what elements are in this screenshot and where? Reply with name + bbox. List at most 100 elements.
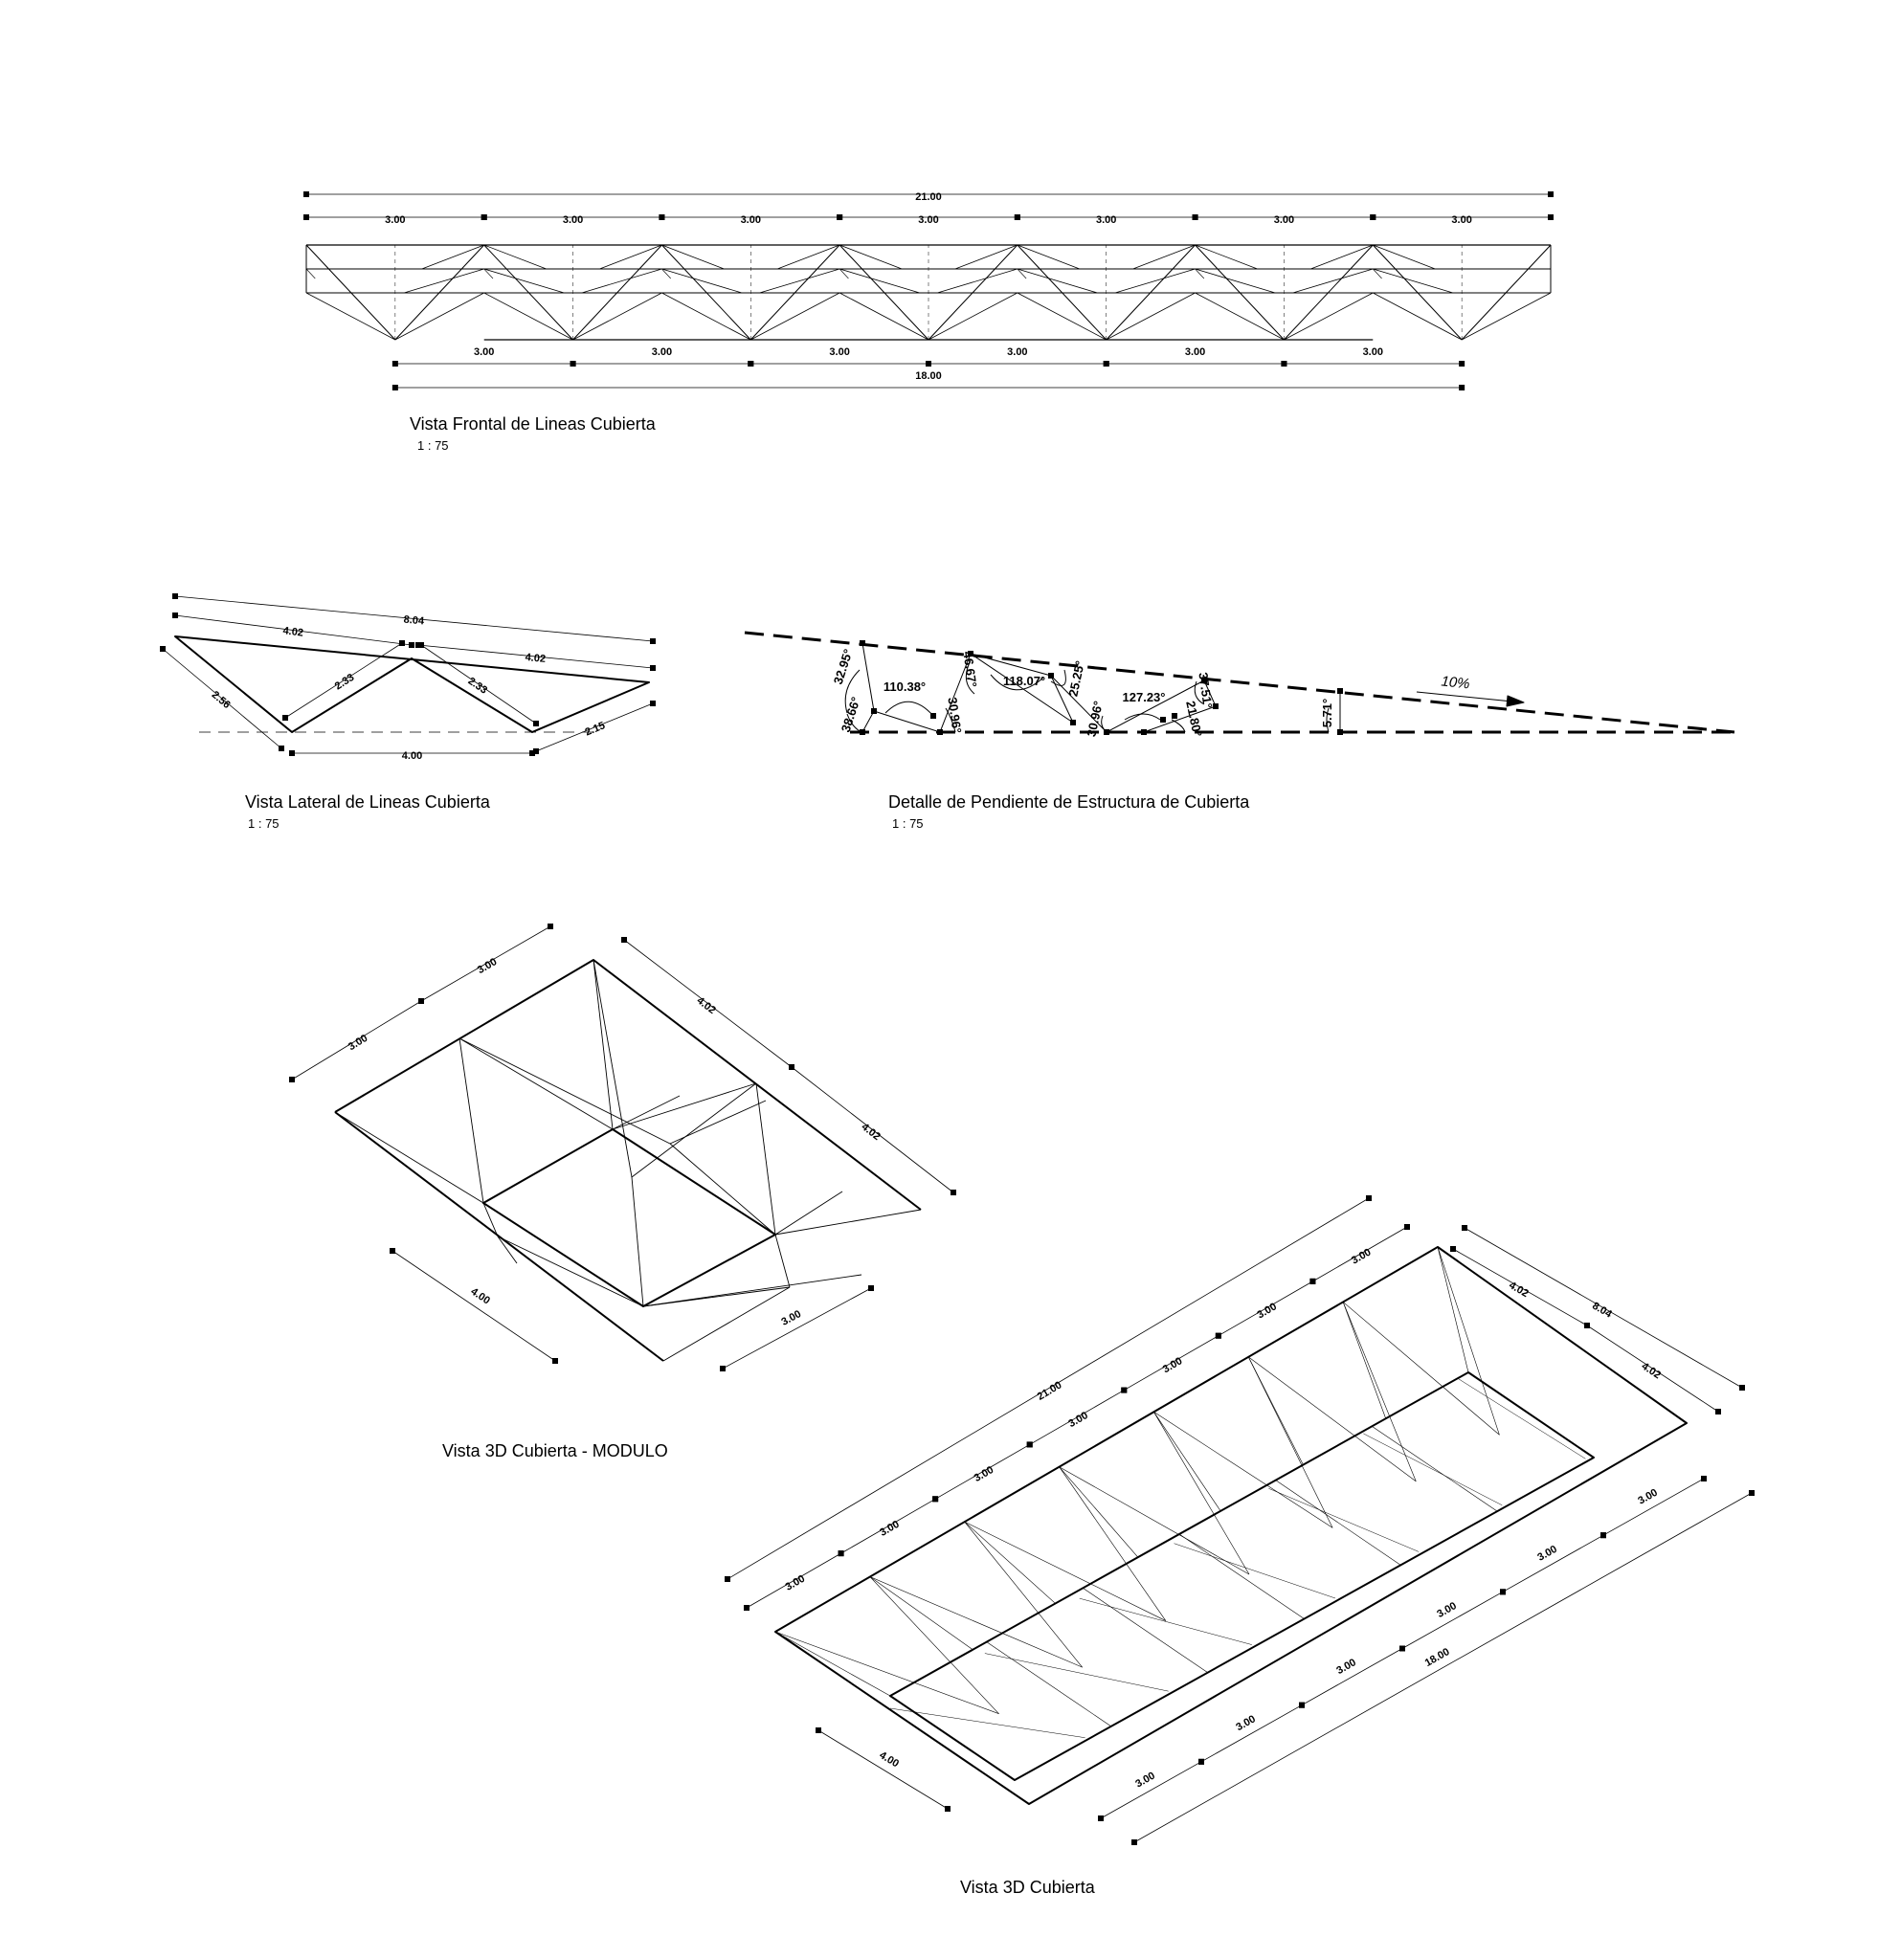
module-3d-title: Vista 3D Cubierta - MODULO <box>442 1441 668 1460</box>
module-web <box>497 1236 644 1307</box>
full-web <box>964 1521 1083 1668</box>
full-top-bay-dim-label: 3.00 <box>1066 1410 1090 1430</box>
module-web <box>459 1037 614 1130</box>
full-right-half-dim-tick <box>1450 1246 1456 1252</box>
module-dim-label: 3.00 <box>347 1033 370 1053</box>
side-view-title: Vista Lateral de Lineas Cubierta <box>245 792 490 812</box>
slope-detail-title: Detalle de Pendiente de Estructura de Cu… <box>888 792 1250 812</box>
side-bottom-dim-tick <box>289 750 295 756</box>
full-web <box>984 1653 1169 1692</box>
full-web <box>1059 1466 1250 1575</box>
web-diagonal <box>305 244 396 341</box>
full-web <box>1467 1371 1595 1459</box>
full-top-bay-dim-label: 3.00 <box>973 1464 996 1484</box>
full-bottom-overall-dim-line <box>1133 1492 1753 1843</box>
full-web <box>774 1631 999 1714</box>
web-diagonal <box>750 292 840 341</box>
front-bottom-overall-dim-tick <box>1459 385 1465 390</box>
node-marker <box>1172 713 1177 719</box>
module-dim-tick <box>390 1248 395 1254</box>
module-left-edge <box>334 1111 664 1362</box>
side-half-left-dim-tick <box>409 642 414 648</box>
side-bottom-dim-label: 4.00 <box>402 750 422 762</box>
front-top-bay-dim-label: 3.00 <box>741 214 761 226</box>
web-brace <box>404 268 484 294</box>
full-web <box>774 1631 891 1697</box>
full-web <box>964 1521 1056 1604</box>
full-3d-drawing: 21.003.003.003.003.003.003.003.008.044.0… <box>725 1195 1755 1845</box>
front-bottom-bay-dim-label: 3.00 <box>829 346 849 358</box>
full-bottom-bay-dim-label: 3.00 <box>1636 1487 1660 1507</box>
full-top-bay-dim-line <box>1029 1390 1125 1445</box>
full-bottom-bay-dim-tick <box>1299 1702 1305 1708</box>
full-bottom-bay-dim-line <box>1502 1534 1604 1592</box>
full-bottom-bay-dim-label: 3.00 <box>1435 1600 1459 1620</box>
side-half-left-dim-tick <box>172 612 178 618</box>
full-web <box>1174 1543 1336 1599</box>
node-marker <box>871 708 877 714</box>
module-web <box>612 1082 757 1130</box>
slope-detail-scale: 1 : 75 <box>892 816 924 831</box>
truss-web <box>861 710 875 733</box>
web-brace <box>1017 268 1027 279</box>
full-top-bay-dim-label: 3.00 <box>1350 1246 1374 1266</box>
angle-label: 38.66° <box>839 695 863 734</box>
web-diagonal <box>1372 244 1463 341</box>
full-web <box>1363 1433 1503 1506</box>
front-top-bay-dim-label: 3.00 <box>1274 214 1294 226</box>
web-diagonal <box>661 244 751 341</box>
web-brace <box>1373 244 1436 270</box>
full-web <box>1248 1356 1333 1528</box>
full-web <box>1437 1246 1469 1373</box>
full-web <box>986 1641 1112 1727</box>
module-web <box>631 1176 644 1307</box>
angle-label: 30.96° <box>945 697 964 734</box>
side-overall-dim-tick <box>650 638 656 644</box>
web-diagonal <box>928 292 1018 341</box>
web-brace <box>1017 268 1098 294</box>
web-diagonal <box>394 292 484 341</box>
front-top-bay-dim-tick <box>1370 214 1376 220</box>
front-bottom-bay-dim-tick <box>1103 361 1109 367</box>
module-dim-line <box>391 1250 556 1362</box>
full-bottom-bay-dim-line <box>1401 1591 1504 1649</box>
web-brace <box>1017 244 1081 270</box>
module-web <box>631 1082 757 1178</box>
front-bottom-bay-dim-tick <box>391 361 398 367</box>
full-web <box>1248 1356 1417 1482</box>
node-marker <box>937 729 943 735</box>
full-left-depth-dim-tick <box>816 1727 821 1733</box>
web-brace <box>1195 268 1205 279</box>
full-top-overall-dim-tick <box>725 1576 730 1582</box>
full-top-bay-dim-line <box>746 1552 841 1609</box>
side-half-right-dim-tick <box>650 665 656 671</box>
full-bottom-bay-dim-line <box>1602 1478 1705 1536</box>
full-bottom-bay-dim-line <box>1100 1761 1202 1819</box>
module-web <box>774 1234 791 1288</box>
web-brace <box>759 268 840 294</box>
full-bottom-bay-dim-tick <box>1701 1476 1707 1481</box>
module-dim-label: 3.00 <box>476 956 500 976</box>
side-half-left-dim-line <box>174 614 413 646</box>
web-diagonal <box>483 244 573 341</box>
truss-web <box>970 653 1052 677</box>
web-diagonal <box>1106 292 1196 341</box>
full-web <box>869 1576 973 1650</box>
side-diag-right-dim-tick <box>533 721 539 726</box>
node-marker <box>1160 717 1166 723</box>
full-web <box>1178 1533 1305 1619</box>
full-top-bay-dim-label: 3.00 <box>1255 1301 1279 1321</box>
full-right-overall-dim-label: 8.04 <box>1590 1301 1614 1322</box>
side-diag-right-dim-tick <box>418 642 424 648</box>
front-top-overall-dim-tick <box>303 191 309 197</box>
full-bottom-bay-dim-tick <box>1098 1815 1104 1821</box>
module-web <box>774 1209 922 1236</box>
front-top-bay-dim-tick <box>1014 214 1020 220</box>
full-top-bay-dim-tick <box>1215 1332 1221 1339</box>
full-web <box>1437 1246 1500 1436</box>
side-view-scale: 1 : 75 <box>248 816 280 831</box>
module-top-edges <box>334 959 922 1211</box>
front-view-title: Vista Frontal de Lineas Cubierta <box>410 414 656 434</box>
front-top-overall-dim-tick <box>1548 191 1554 197</box>
